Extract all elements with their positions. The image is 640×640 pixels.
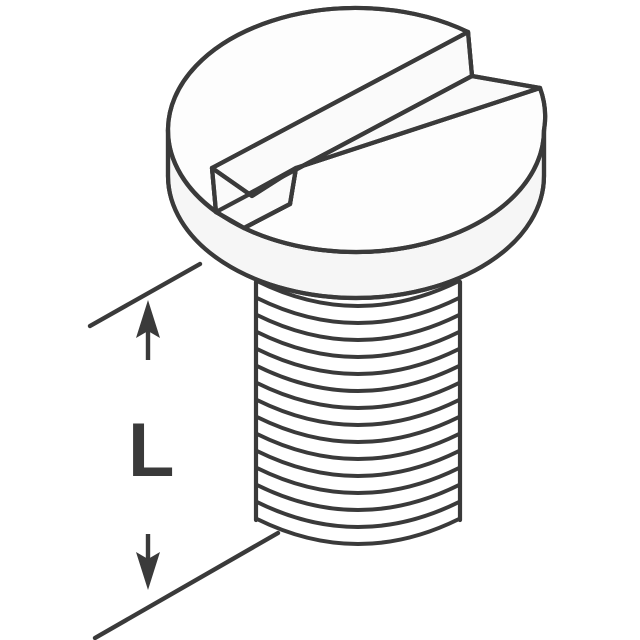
lower-extension-line: [92, 530, 281, 640]
arrow-down-head-icon: [136, 552, 160, 590]
thread-arc: [255, 466, 461, 495]
slot-right-end-wall: [465, 29, 475, 79]
thread-arc: [255, 449, 461, 478]
thread-arc: [255, 432, 461, 461]
dimension-arrow-down: [136, 534, 160, 590]
thread-arc: [255, 415, 461, 444]
thread-arc: [255, 381, 461, 410]
head-bottom-rim: [165, 173, 547, 301]
thread-arc: [255, 500, 461, 529]
slot-notch-left-vee: [209, 165, 299, 199]
threaded-shank: [253, 262, 463, 546]
thread-arc: [255, 364, 461, 393]
thread-arc: [255, 279, 461, 308]
slot-floor-edge: [293, 85, 543, 171]
head-mid-rim: [165, 127, 547, 255]
thread-arc: [255, 398, 461, 427]
slot-notch-connector-right: [287, 165, 299, 207]
thread-arc: [255, 330, 461, 359]
length-dimension-annotation: L: [87, 261, 281, 640]
upper-extension-line: [87, 261, 203, 329]
thread-arcs: [255, 279, 461, 546]
head-top-rim: [165, 5, 471, 133]
slot-notch-connector-left: [209, 165, 219, 215]
arrow-up-head-icon: [136, 300, 160, 338]
slot-top-edge-far: [209, 29, 471, 171]
thread-arc: [255, 483, 461, 512]
thread-arc: [255, 517, 461, 546]
dimension-arrow-up: [136, 300, 160, 360]
length-dimension-label: L: [128, 408, 174, 493]
slot-right-floor-corner: [469, 73, 543, 91]
head-top-rim-right: [537, 85, 548, 133]
screw-head: [165, 5, 548, 301]
thread-arc: [255, 347, 461, 376]
thread-arc: [255, 296, 461, 325]
thread-arc: [255, 313, 461, 342]
